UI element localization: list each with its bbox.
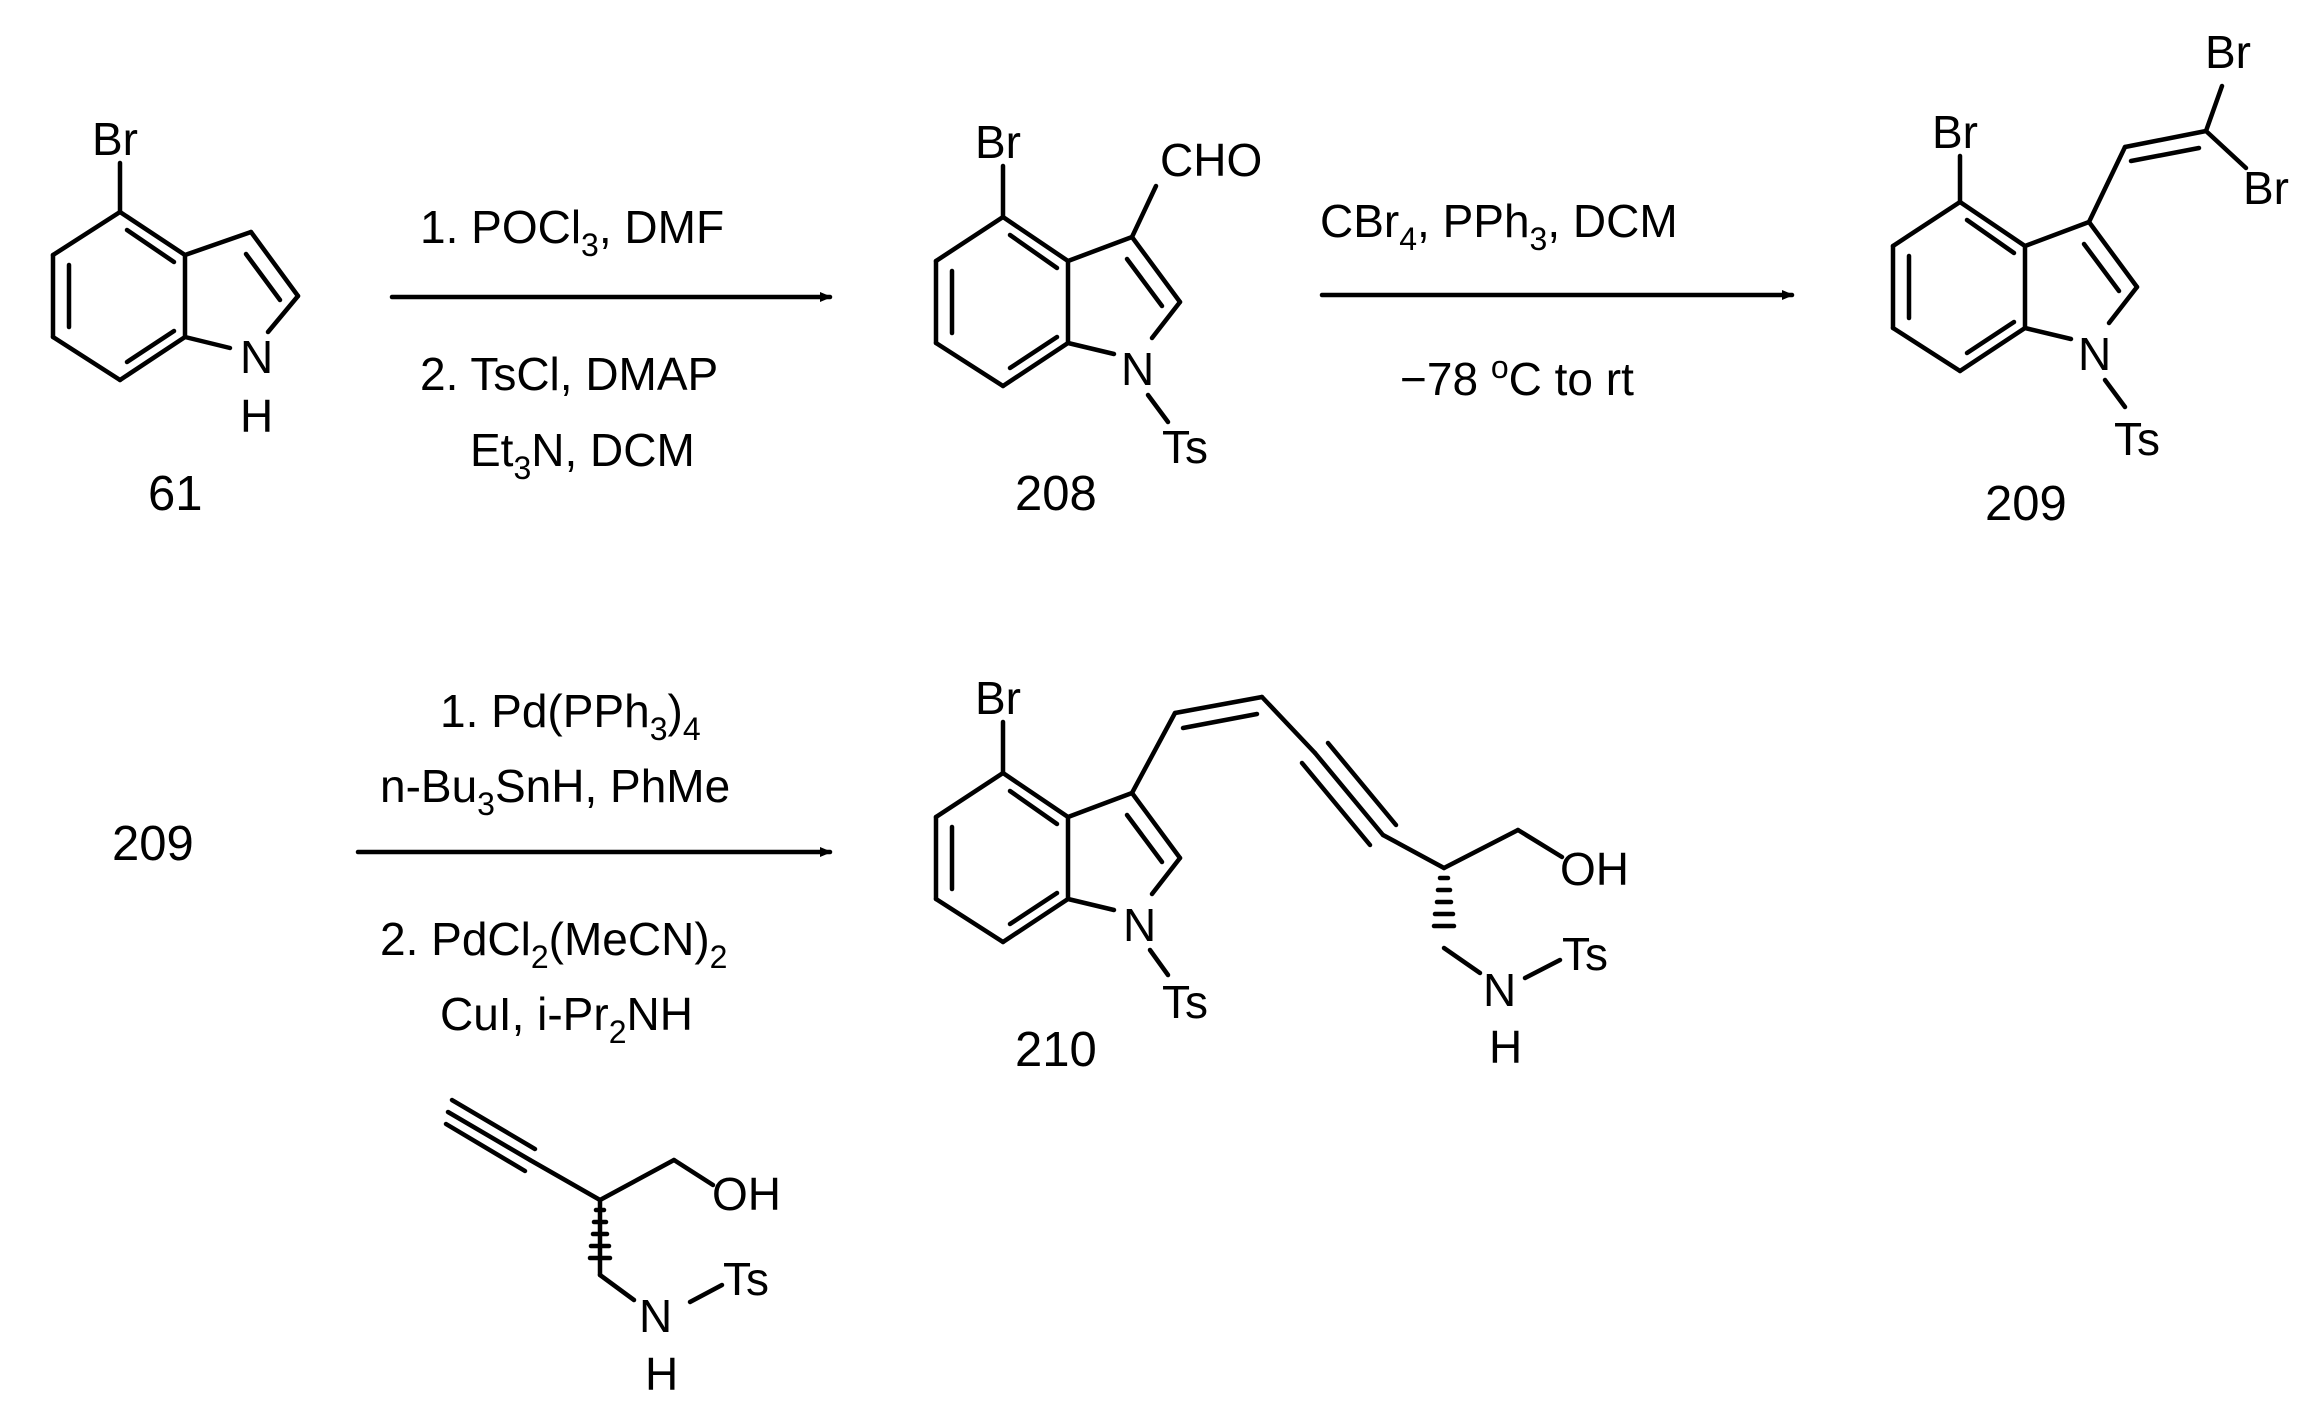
compound-61-h-label: H [240, 390, 273, 442]
compound-210-oh-label: OH [1560, 843, 1629, 895]
arrow-1-condition-below-2: Et3N, DCM [470, 424, 695, 486]
compound-210-n-label: N [1123, 899, 1156, 951]
compound-208-n-label: N [1121, 343, 1154, 395]
compound-208-cho-label: CHO [1160, 134, 1262, 186]
compound-61-number: 61 [148, 467, 203, 521]
compound-61: Br N H 61 [50, 113, 301, 521]
compound-61-br-label: Br [92, 113, 138, 165]
compound-210-nh-n-label: N [1483, 964, 1516, 1016]
reaction-arrow-2: CBr4, PPh3, DCM −78 oC to rt [1319, 195, 1795, 405]
arrow-1-condition-below-1: 2. TsCl, DMAP [420, 348, 718, 400]
compound-209-start-number: 209 [112, 817, 194, 871]
reagent-alkyne-n-label: N [639, 1290, 672, 1342]
reagent-alkyne-hash-bond [587, 1207, 613, 1261]
reagent-alkyne-h-label: H [645, 1348, 678, 1400]
compound-209-n-label: N [2078, 328, 2111, 380]
reagent-alkyne-bonds [443, 1097, 725, 1305]
compound-210-number: 210 [1015, 1023, 1097, 1077]
arrow-3-condition-below-1: 2. PdCl2(MeCN)2 [380, 913, 727, 975]
compound-209: Br Br Br N Ts 209 [1890, 26, 2289, 531]
compound-209-ts-label: Ts [2114, 413, 2160, 465]
compound-209-number: 209 [1985, 477, 2067, 531]
compound-210-bonds [933, 694, 1565, 981]
compound-209-br-label: Br [1932, 106, 1978, 158]
compound-210-hash-bond [1431, 875, 1457, 929]
compound-208-ts-label: Ts [1162, 421, 1208, 473]
compound-208-number: 208 [1015, 467, 1097, 521]
compound-210-br-label: Br [975, 672, 1021, 724]
arrow-3-condition-below-2: CuI, i-Pr2NH [440, 988, 693, 1050]
reagent-alkyne-oh-label: OH [712, 1168, 781, 1220]
compound-61-n-label: N [240, 331, 273, 383]
compound-208-bonds [933, 163, 1183, 425]
reaction-arrow-1: 1. POCl3, DMF 2. TsCl, DMAP Et3N, DCM [389, 201, 833, 486]
arrow-3-condition-above-1: 1. Pd(PPh3)4 [440, 685, 701, 747]
compound-61-bonds [50, 160, 301, 383]
compound-210: Br N Ts OH N H Ts 210 [933, 672, 1629, 1077]
reaction-arrow-3: 1. Pd(PPh3)4 n-Bu3SnH, PhMe 2. PdCl2(MeC… [355, 685, 833, 1050]
reagent-alkyne-ts-label: Ts [723, 1253, 769, 1305]
arrow-2-condition-below: −78 oC to rt [1400, 349, 1634, 405]
compound-209-br-a-label: Br [2205, 26, 2251, 78]
compound-208: Br CHO N Ts 208 [933, 116, 1262, 521]
arrow-2-condition-above: CBr4, PPh3, DCM [1320, 195, 1678, 257]
arrow-3-condition-above-2: n-Bu3SnH, PhMe [380, 760, 730, 822]
reagent-alkyne: OH N H Ts [443, 1097, 781, 1400]
compound-209-bonds [1890, 83, 2249, 410]
compound-209-br-b-label: Br [2243, 162, 2289, 214]
compound-210-nh-h-label: H [1489, 1021, 1522, 1073]
arrow-1-condition-above: 1. POCl3, DMF [420, 201, 724, 263]
compound-208-br-label: Br [975, 116, 1021, 168]
compound-210-ts-label: Ts [1162, 976, 1208, 1028]
compound-210-nh-ts-label: Ts [1562, 928, 1608, 980]
